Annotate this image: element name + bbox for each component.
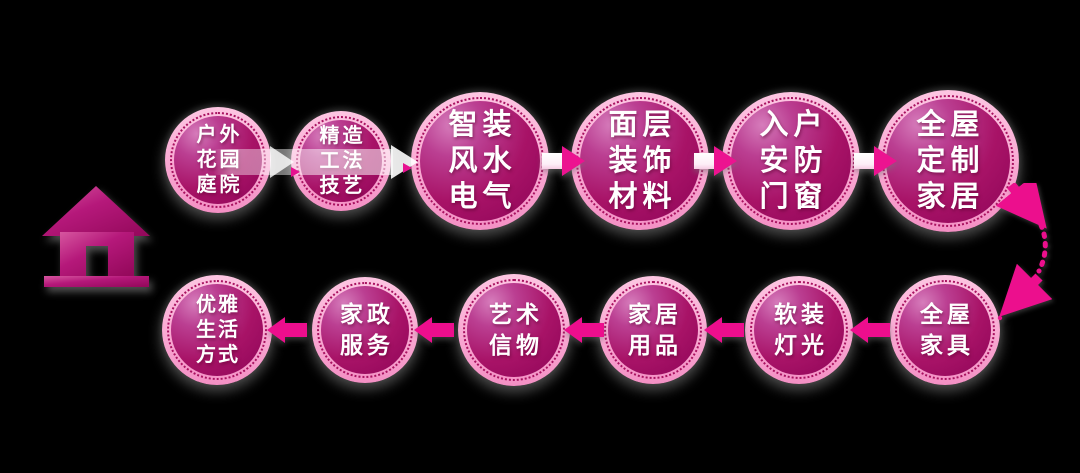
node-art-keepsakes: 艺术 信物 bbox=[458, 274, 570, 386]
node-line: 服务 bbox=[340, 332, 394, 358]
dotted-ring: 智装 风水 电气 bbox=[416, 97, 544, 225]
node-elegant-lifestyle: 优雅 生活 方式 bbox=[162, 275, 272, 385]
node-line: 方式 bbox=[196, 343, 240, 366]
node-line: 风水 bbox=[448, 145, 517, 177]
flow-arrow-left-icon bbox=[414, 317, 454, 343]
node-line: 全屋 bbox=[920, 301, 974, 327]
flow-arrow-left-icon bbox=[564, 317, 604, 343]
flow-arrow-right-icon bbox=[694, 146, 737, 176]
node-line: 电气 bbox=[448, 181, 517, 213]
node-line: 入户 bbox=[759, 109, 828, 141]
node-line: 装饰 bbox=[608, 145, 677, 177]
node-line: 家居 bbox=[916, 181, 985, 213]
node-line: 全屋 bbox=[916, 109, 985, 141]
dotted-ring: 面层 装饰 材料 bbox=[576, 97, 704, 225]
flow-band bbox=[213, 149, 393, 175]
node-line: 精造 bbox=[319, 124, 366, 147]
flow-arrow-left-icon bbox=[850, 317, 890, 343]
dotted-ring: 优雅 生活 方式 bbox=[167, 280, 267, 380]
node-housekeeping-services: 家政 服务 bbox=[312, 277, 418, 383]
node-household-items: 家居 用品 bbox=[599, 276, 707, 384]
dotted-ring: 入户 安防 门窗 bbox=[727, 97, 855, 225]
node-line: 面层 bbox=[608, 109, 677, 141]
dotted-ring: 家政 服务 bbox=[317, 282, 413, 378]
flow-arrow-left-icon bbox=[704, 317, 744, 343]
band-tick-icon bbox=[291, 167, 300, 177]
dotted-ring: 全屋 定制 家居 bbox=[882, 95, 1014, 227]
node-line: 家政 bbox=[340, 301, 394, 327]
band-tick-icon bbox=[403, 163, 412, 173]
dotted-ring: 家居 用品 bbox=[604, 281, 702, 379]
home-icon bbox=[42, 186, 150, 287]
node-line: 技艺 bbox=[319, 174, 366, 197]
band-arrow-icon bbox=[270, 146, 294, 178]
node-entry-security-doors-windows: 入户 安防 门窗 bbox=[722, 92, 860, 230]
node-whole-house-furniture: 全屋 家具 bbox=[890, 275, 1000, 385]
dotted-ring: 软装 灯光 bbox=[750, 281, 848, 379]
node-line: 材料 bbox=[608, 181, 677, 213]
dotted-ring: 艺术 信物 bbox=[463, 279, 565, 381]
node-line: 艺术 bbox=[489, 301, 543, 327]
flow-arrow-right-icon bbox=[542, 146, 585, 176]
band-arrow-icon bbox=[391, 145, 418, 179]
node-line: 家居 bbox=[628, 301, 682, 327]
node-line: 庭院 bbox=[196, 173, 243, 196]
dotted-ring: 全屋 家具 bbox=[895, 280, 995, 380]
node-line: 安防 bbox=[759, 145, 828, 177]
node-smart-fengshui-electrical: 智装 风水 电气 bbox=[411, 92, 549, 230]
flow-arrow-left-icon bbox=[267, 317, 307, 343]
node-line: 用品 bbox=[628, 332, 682, 358]
node-line: 家具 bbox=[920, 332, 974, 358]
node-line: 门窗 bbox=[759, 181, 828, 213]
node-whole-house-custom-furnishing: 全屋 定制 家居 bbox=[877, 90, 1019, 232]
node-line: 灯光 bbox=[774, 332, 828, 358]
node-soft-furnishing-lighting: 软装 灯光 bbox=[745, 276, 853, 384]
node-line: 定制 bbox=[916, 145, 985, 177]
node-line: 智装 bbox=[448, 109, 517, 141]
node-line: 软装 bbox=[774, 301, 828, 327]
node-line: 信物 bbox=[489, 332, 543, 358]
node-line: 生活 bbox=[196, 318, 240, 341]
curved-connector-arrow-icon bbox=[995, 183, 1053, 321]
flow-arrow-right-icon bbox=[854, 146, 897, 176]
node-line: 优雅 bbox=[196, 293, 240, 316]
node-surface-decoration-materials: 面层 装饰 材料 bbox=[571, 92, 709, 230]
node-line: 户外 bbox=[196, 123, 243, 146]
